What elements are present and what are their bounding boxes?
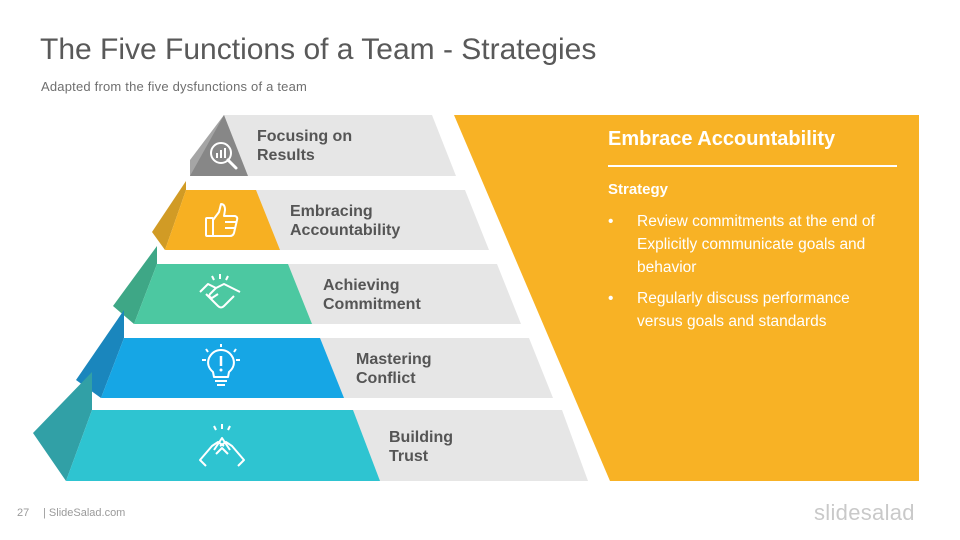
thumbs-up-icon <box>205 203 239 237</box>
level-label-conflict: Mastering Conflict <box>356 351 432 387</box>
page-subtitle: Adapted from the five dysfunctions of a … <box>41 79 308 94</box>
pyramid-level-conflict <box>76 310 553 398</box>
magnifier-chart-icon <box>210 142 238 170</box>
slidesalad-logo: slidesalad <box>814 500 915 525</box>
pyramid-level-commitment <box>113 246 521 324</box>
pyramid-level-results <box>190 115 456 176</box>
panel-title: Embrace Accountability <box>608 128 836 150</box>
lightbulb-icon <box>202 344 240 386</box>
panel-subheading: Strategy <box>608 181 669 198</box>
panel-divider <box>608 165 897 167</box>
level-label-results: Focusing on Results <box>257 128 353 164</box>
level-label-accountability: Embracing Accountability <box>290 203 401 239</box>
level-label-commitment: Achieving Commitment <box>323 277 421 313</box>
strategy-bullet-list: •Review commitments at the end of Explic… <box>608 210 898 341</box>
pyramid-level-accountability <box>152 181 489 250</box>
footer-site: | SlideSalad.com <box>43 507 126 519</box>
clasped-hands-icon <box>199 424 245 467</box>
strategy-bullet: •Regularly discuss performance versus go… <box>608 290 850 330</box>
handshake-icon <box>199 274 241 309</box>
strategy-panel <box>454 115 919 481</box>
strategy-bullet: •Review commitments at the end of Explic… <box>608 213 875 276</box>
page-number: 27 <box>17 507 30 519</box>
page-title: The Five Functions of a Team - Strategie… <box>40 33 597 66</box>
level-label-trust: Building Trust <box>389 429 453 465</box>
